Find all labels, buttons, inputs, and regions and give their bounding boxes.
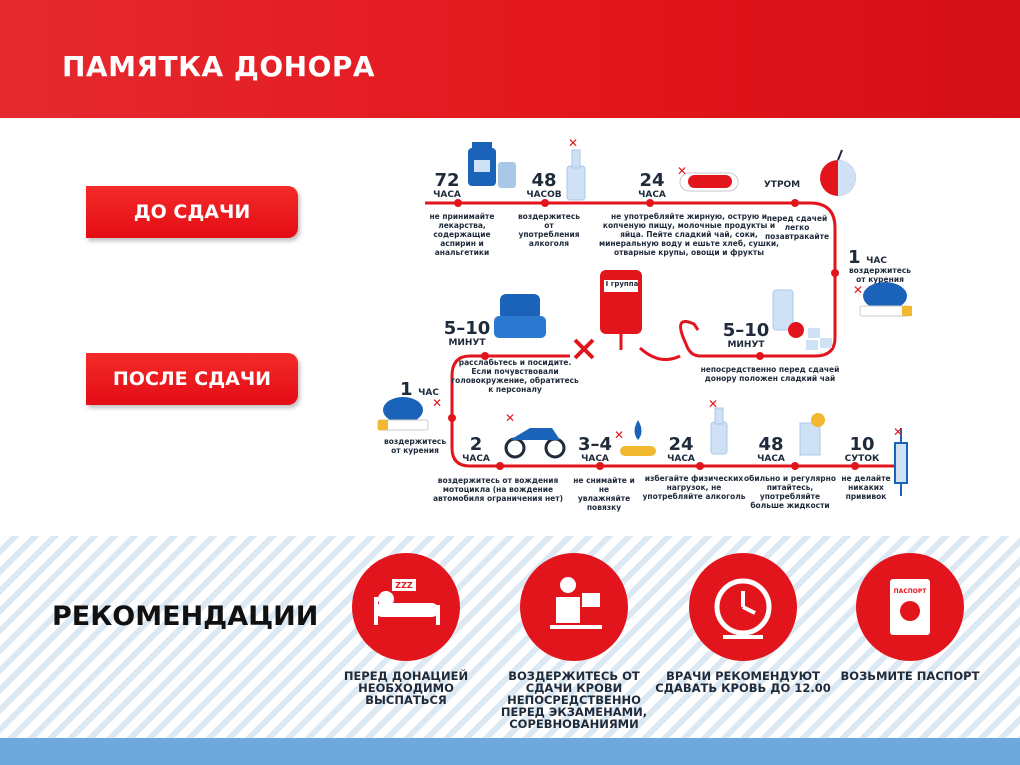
after-3-4h-desc: не снимайте и не увлажняйте повязку (573, 476, 635, 512)
student-desk-icon (550, 577, 602, 629)
timeline-dot (831, 269, 839, 277)
cross-icon: ✕ (708, 397, 719, 411)
blood-bag-icon (600, 270, 642, 350)
timeline-dot (448, 414, 456, 422)
bottle-icon (566, 149, 586, 201)
after-5-10min-desc: расслабьтесь и посидите. Если почувствов… (451, 358, 579, 394)
blood-group-label: I группа (605, 280, 639, 288)
passport-icon: ПАСПОРТ (890, 579, 930, 635)
before-24h-desc: не употребляйте жирную, острую и копчену… (598, 212, 780, 257)
cross-icon: ✕ (853, 283, 864, 297)
sausage-icon (679, 172, 739, 192)
timeline-dot (481, 352, 489, 360)
sleep-circle: ZZZ (352, 553, 460, 661)
timeline-dot (596, 462, 604, 470)
header-banner: ПАМЯТКА ДОНОРА (0, 0, 1020, 118)
before-72h-desc: не принимайте лекарства, содержащие аспи… (429, 212, 495, 257)
timeline-dot (454, 199, 462, 207)
passport-text: ПАСПОРТ (894, 588, 928, 595)
timeline-dot (646, 199, 654, 207)
motorcycle-icon (504, 428, 566, 459)
bandage-icon (620, 420, 656, 456)
cross-icon: ✕ (893, 425, 904, 439)
passport-circle: ПАСПОРТ (856, 553, 964, 661)
zzz-text: ZZZ (395, 581, 413, 590)
timeline-dot (496, 462, 504, 470)
cigarette-icon (377, 397, 429, 431)
cross-icon: ✕ (432, 396, 443, 410)
timeline-path (425, 201, 905, 468)
tea-sugar-icon (772, 289, 832, 350)
apple-icon (820, 149, 856, 196)
recommendations-band (0, 536, 1020, 738)
timeline-dot (791, 199, 799, 207)
timeline-graphic (377, 142, 912, 496)
cross-icon: ✕ (505, 411, 516, 425)
after-1h-desc: воздержитесь от курения (384, 437, 447, 455)
before-morning-desc: перед сдачей легко позавтракайте (764, 214, 830, 241)
glass-icon (799, 413, 825, 456)
after-10d-desc: не делайте никаких прививок (841, 474, 891, 501)
before-48h-desc: воздержитесь от употребления алкоголя (517, 212, 581, 248)
timeline-dot (756, 352, 764, 360)
before-5-10min-desc: непосредственно перед сдачей донору поло… (700, 365, 840, 383)
before-morning: УТРОМ (763, 180, 801, 190)
timeline-dot (696, 462, 704, 470)
cross-icon: ✕ (614, 428, 625, 442)
after-24h-desc: избегайте физических нагрузок, не употре… (642, 474, 746, 501)
cigarette-icon (859, 282, 912, 317)
recommendation-label: ВОЗЬМИТЕ ПАСПОРТ (840, 669, 980, 683)
before-1h: 1 ЧАС (848, 247, 887, 268)
timeline-dot (791, 462, 799, 470)
syringe-icon (894, 428, 908, 496)
armchair-icon (494, 294, 546, 338)
recommendation-label: ВРАЧИ РЕКОМЕНДУЮТ СДАВАТЬ КРОВЬ ДО 12.00 (655, 669, 831, 695)
after-1h: 1 ЧАС (400, 379, 439, 400)
page-title: ПАМЯТКА ДОНОРА (62, 50, 376, 83)
stop-cross-icon (573, 338, 595, 360)
stage-after-tab: ПОСЛЕ СДАЧИ (86, 353, 298, 405)
after-2h-desc: воздержитесь от вождения мотоцикла (на в… (432, 476, 564, 503)
bottom-bar (0, 738, 1020, 765)
cross-icon: ✕ (568, 136, 579, 150)
timeline-dot (541, 199, 549, 207)
recommendation-label: ВОЗДЕРЖИТЕСЬ ОТ СДАЧИ КРОВИ НЕПОСРЕДСТВЕ… (500, 669, 648, 731)
clock-circle (689, 553, 797, 661)
recommendation-label: ПЕРЕД ДОНАЦИЕЙ НЕОБХОДИМО ВЫСПАТЬСЯ (343, 669, 469, 707)
timeline-dot (851, 462, 859, 470)
bottle-icon (710, 407, 728, 455)
medicine-icon (468, 142, 516, 188)
cross-icon: ✕ (677, 164, 688, 178)
after-48h-desc: обильно и регулярно питайтесь, употребля… (744, 474, 836, 510)
alarm-clock-icon (714, 578, 772, 639)
stage-before-tab: ДО СДАЧИ (86, 186, 298, 238)
sleep-icon: ZZZ (374, 579, 440, 625)
recommendations-title: РЕКОМЕНДАЦИИ (52, 601, 319, 632)
before-1h-desc: воздержитесь от курения (848, 266, 912, 284)
study-circle (520, 553, 628, 661)
